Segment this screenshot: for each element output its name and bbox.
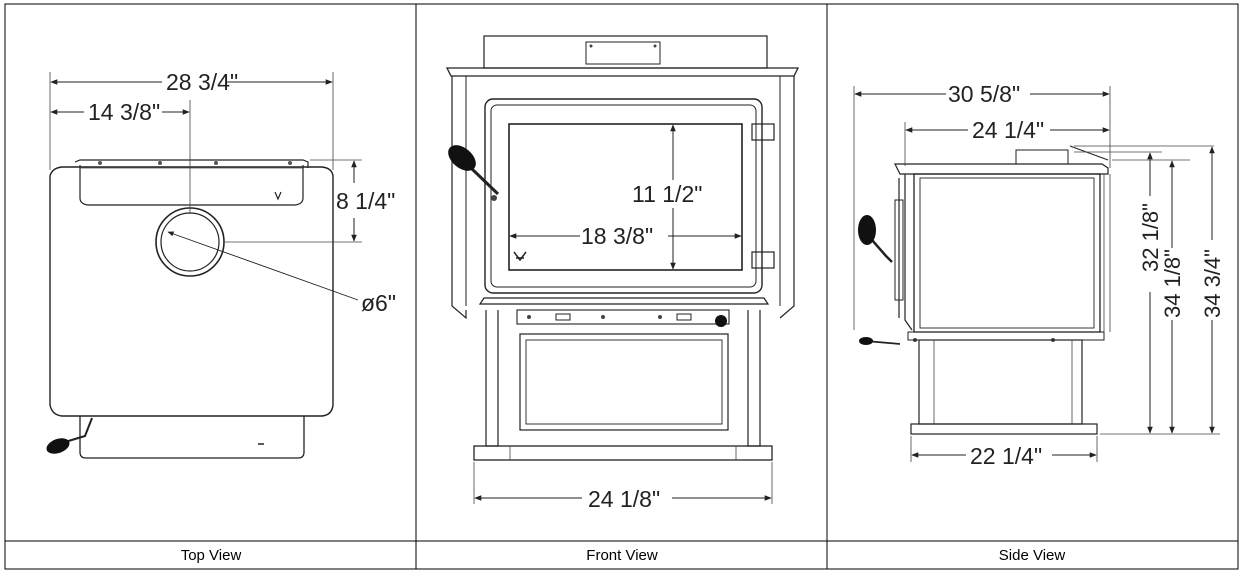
- front-view-drawing: [445, 35, 800, 461]
- top-center-label: 14 3/8": [88, 99, 160, 125]
- top-width-label: 28 3/4": [166, 69, 238, 95]
- side-h1-label: 32 1/8": [1138, 203, 1163, 272]
- side-view-drawing: [858, 145, 1111, 435]
- caption-side-view: Side View: [999, 547, 1066, 564]
- front-view-dimensions: [473, 124, 773, 504]
- side-view-dimensions: [853, 86, 1220, 462]
- side-handle-icon: [858, 215, 876, 245]
- side-h3-label: 34 3/4": [1200, 249, 1225, 318]
- front-width-label: 24 1/8": [588, 486, 660, 512]
- door-handle-icon: [448, 145, 476, 171]
- side-h2-label: 34 1/8": [1160, 249, 1185, 318]
- top-depth-label: 8 1/4": [336, 188, 395, 214]
- caption-top-view: Top View: [181, 547, 242, 564]
- front-door-width-label: 18 3/8": [581, 223, 653, 249]
- top-view-drawing: [46, 159, 334, 459]
- handle-knob-icon: [46, 438, 70, 454]
- air-control-knob-icon: [715, 315, 727, 327]
- front-door-height-label: 11 1/2": [632, 181, 702, 207]
- side-base-label: 22 1/4": [970, 443, 1042, 469]
- side-top-depth-label: 24 1/4": [972, 117, 1044, 143]
- top-flue-label: ø6": [361, 290, 396, 316]
- top-view-dimensions: [49, 72, 362, 301]
- side-depth-label: 30 5/8": [948, 81, 1020, 107]
- side-air-knob-icon: [859, 337, 873, 345]
- caption-front-view: Front View: [586, 547, 658, 564]
- table-frame: [4, 3, 1239, 570]
